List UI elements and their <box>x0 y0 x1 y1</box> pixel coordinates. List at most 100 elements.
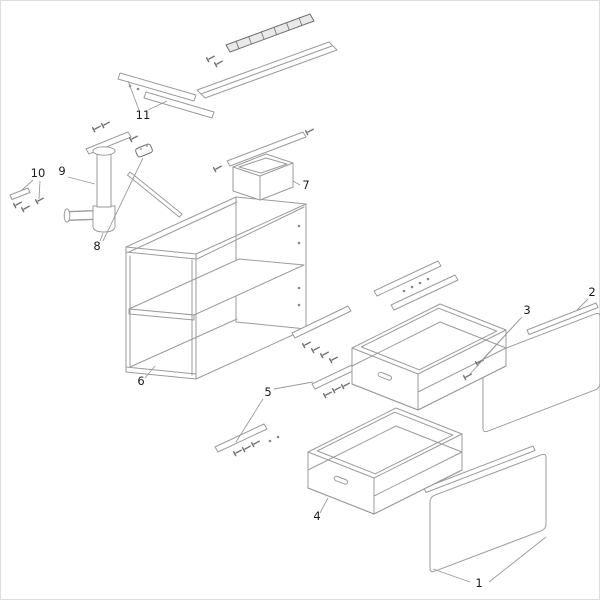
leader-lines <box>21 80 589 583</box>
top-mounting-strip <box>205 13 315 68</box>
tray-opening <box>238 157 288 174</box>
screw <box>319 349 331 359</box>
drawer-rail <box>214 423 268 453</box>
part-label-3: 3 <box>523 303 530 317</box>
cabinet-right-rim <box>195 203 307 260</box>
screw <box>241 443 253 453</box>
leader-line-4 <box>319 497 329 514</box>
leader-line-11 <box>147 100 168 111</box>
mid-trim-strip <box>212 126 316 173</box>
screw <box>328 354 340 364</box>
organizer-tray <box>232 153 294 201</box>
trap-outlet-inner <box>67 211 95 220</box>
part-label-6: 6 <box>137 374 144 388</box>
pipe-flange <box>92 146 116 156</box>
drawer-rail <box>373 260 442 297</box>
fixing-set-10 <box>9 187 46 213</box>
screw <box>20 203 32 213</box>
screw-hole-dot <box>276 435 280 439</box>
screw <box>213 58 225 68</box>
siphon-assembly <box>63 119 153 233</box>
top-panel-edge <box>200 45 333 95</box>
leader-line-10 <box>38 180 41 200</box>
trim-strip-right <box>526 302 599 335</box>
trim-strip-mid <box>423 445 536 493</box>
screw <box>34 195 46 205</box>
front-panel-lower <box>429 453 547 573</box>
cabinet-back-panel <box>235 196 307 330</box>
tray-body <box>232 153 294 201</box>
leader-line-10 <box>21 179 34 191</box>
leader-line-7 <box>292 180 301 186</box>
leader-line-5 <box>235 398 264 443</box>
cabinet-left-rim <box>128 201 238 253</box>
cabinet-top-panel <box>196 41 338 99</box>
screw-hole-dot <box>402 289 406 293</box>
part-labels: 1 2 3 4 5 6 7 8 9 10 11 <box>31 108 596 590</box>
wall-rail <box>143 91 215 119</box>
clip-hole-dot <box>140 148 142 150</box>
part-label-10: 10 <box>31 166 46 180</box>
part-label-11: 11 <box>136 108 151 122</box>
drain-pipe <box>96 150 112 208</box>
cabinet-floor <box>125 318 238 375</box>
screw <box>12 199 24 209</box>
leader-line-2 <box>576 298 589 311</box>
shelf-hole-dot <box>297 241 301 245</box>
screw <box>340 380 352 390</box>
drawer-rail <box>390 274 459 311</box>
drawer-rails-upper <box>373 260 459 311</box>
clip-hole-dot <box>146 145 148 147</box>
screw <box>304 126 316 136</box>
screw <box>322 389 334 399</box>
shelf-hole-dot <box>297 224 301 228</box>
screw <box>128 133 140 143</box>
small-strip <box>9 187 31 200</box>
screw <box>250 438 262 448</box>
outlet-flange <box>63 208 71 223</box>
wall-rail <box>117 72 197 102</box>
mounting-strip-hatching <box>235 17 303 50</box>
screw <box>301 339 313 349</box>
tray-rim <box>232 162 294 201</box>
cabinet-body <box>125 196 307 380</box>
part-label-4: 4 <box>313 509 320 523</box>
screw-hole-dot <box>268 439 272 443</box>
screw <box>331 384 343 394</box>
drawer-rails-5 <box>214 362 360 457</box>
shelf-hole-dot <box>297 303 301 307</box>
leader-line-3 <box>469 318 521 375</box>
drawer-rail <box>291 305 352 339</box>
screw <box>91 123 103 133</box>
leader-line-1 <box>432 568 471 583</box>
leader-line-5 <box>273 381 314 390</box>
part-label-5: 5 <box>264 385 271 399</box>
screw-hole-dot <box>410 285 414 289</box>
cabinet-front-rail <box>125 246 197 260</box>
shelf-hole-dot <box>297 286 301 290</box>
mounting-strip <box>225 13 315 53</box>
screw <box>100 119 112 129</box>
wall-rails-11 <box>117 72 215 119</box>
part-label-9: 9 <box>58 164 65 178</box>
mounting-clip <box>135 143 153 158</box>
part-label-1: 1 <box>475 576 482 590</box>
part-label-2: 2 <box>588 285 595 299</box>
leader-line-9 <box>67 176 96 185</box>
screw <box>310 344 322 354</box>
leader-line-11 <box>127 80 140 111</box>
trap-cup <box>92 205 116 233</box>
screw <box>212 163 224 173</box>
trim-strip <box>226 131 307 167</box>
drawer-rail-set <box>291 305 352 364</box>
side-rod <box>127 171 183 218</box>
screw-hole-dot <box>136 87 140 91</box>
screw-hole-dot <box>426 277 430 281</box>
leader-line-8 <box>99 232 104 242</box>
screw-hole-dot <box>418 281 422 285</box>
cabinet-shelf-front <box>128 308 195 321</box>
screw <box>205 53 217 63</box>
leader-line-1 <box>488 536 547 583</box>
